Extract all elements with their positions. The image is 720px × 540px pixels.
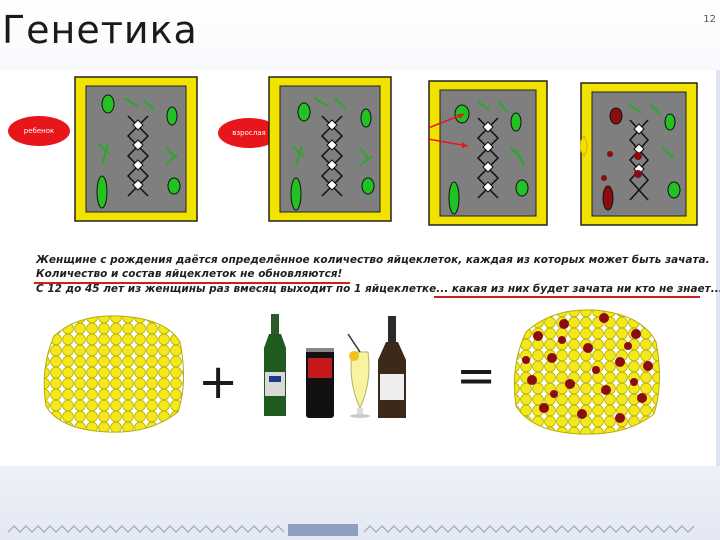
beer-bottle-icon xyxy=(264,314,286,416)
page-number: 12 xyxy=(703,14,716,25)
drinks-illustration xyxy=(264,314,406,418)
right-edge-bar xyxy=(716,70,720,466)
bubble-child: ребенок xyxy=(8,116,70,146)
cell-diagram-1 xyxy=(74,76,198,222)
cocktail-glass-icon xyxy=(347,333,370,418)
title-strip xyxy=(0,0,720,70)
cell-diagram-3 xyxy=(428,80,548,226)
note-line-3: С 12 до 45 лет из женщины раз вмесяц вых… xyxy=(36,283,720,295)
energy-drink-can-icon xyxy=(306,348,334,418)
damaged-egg-cluster xyxy=(513,309,661,435)
plus-sign: + xyxy=(198,354,239,410)
underline-note-2 xyxy=(34,282,350,284)
underline-note-3 xyxy=(434,296,700,298)
healthy-egg-cluster xyxy=(43,315,185,433)
wine-bottle-icon xyxy=(378,316,406,418)
equals-sign: = xyxy=(456,348,497,404)
note-line-2: Количество и состав яйцеклеток не обновл… xyxy=(36,268,343,280)
cell-diagram-4 xyxy=(580,82,698,226)
note-line-1: Женщине с рождения даётся определённое к… xyxy=(36,254,710,266)
cell-diagram-2 xyxy=(268,76,392,222)
footer-decoration xyxy=(8,524,695,536)
slide-title: Генетика xyxy=(2,8,198,52)
